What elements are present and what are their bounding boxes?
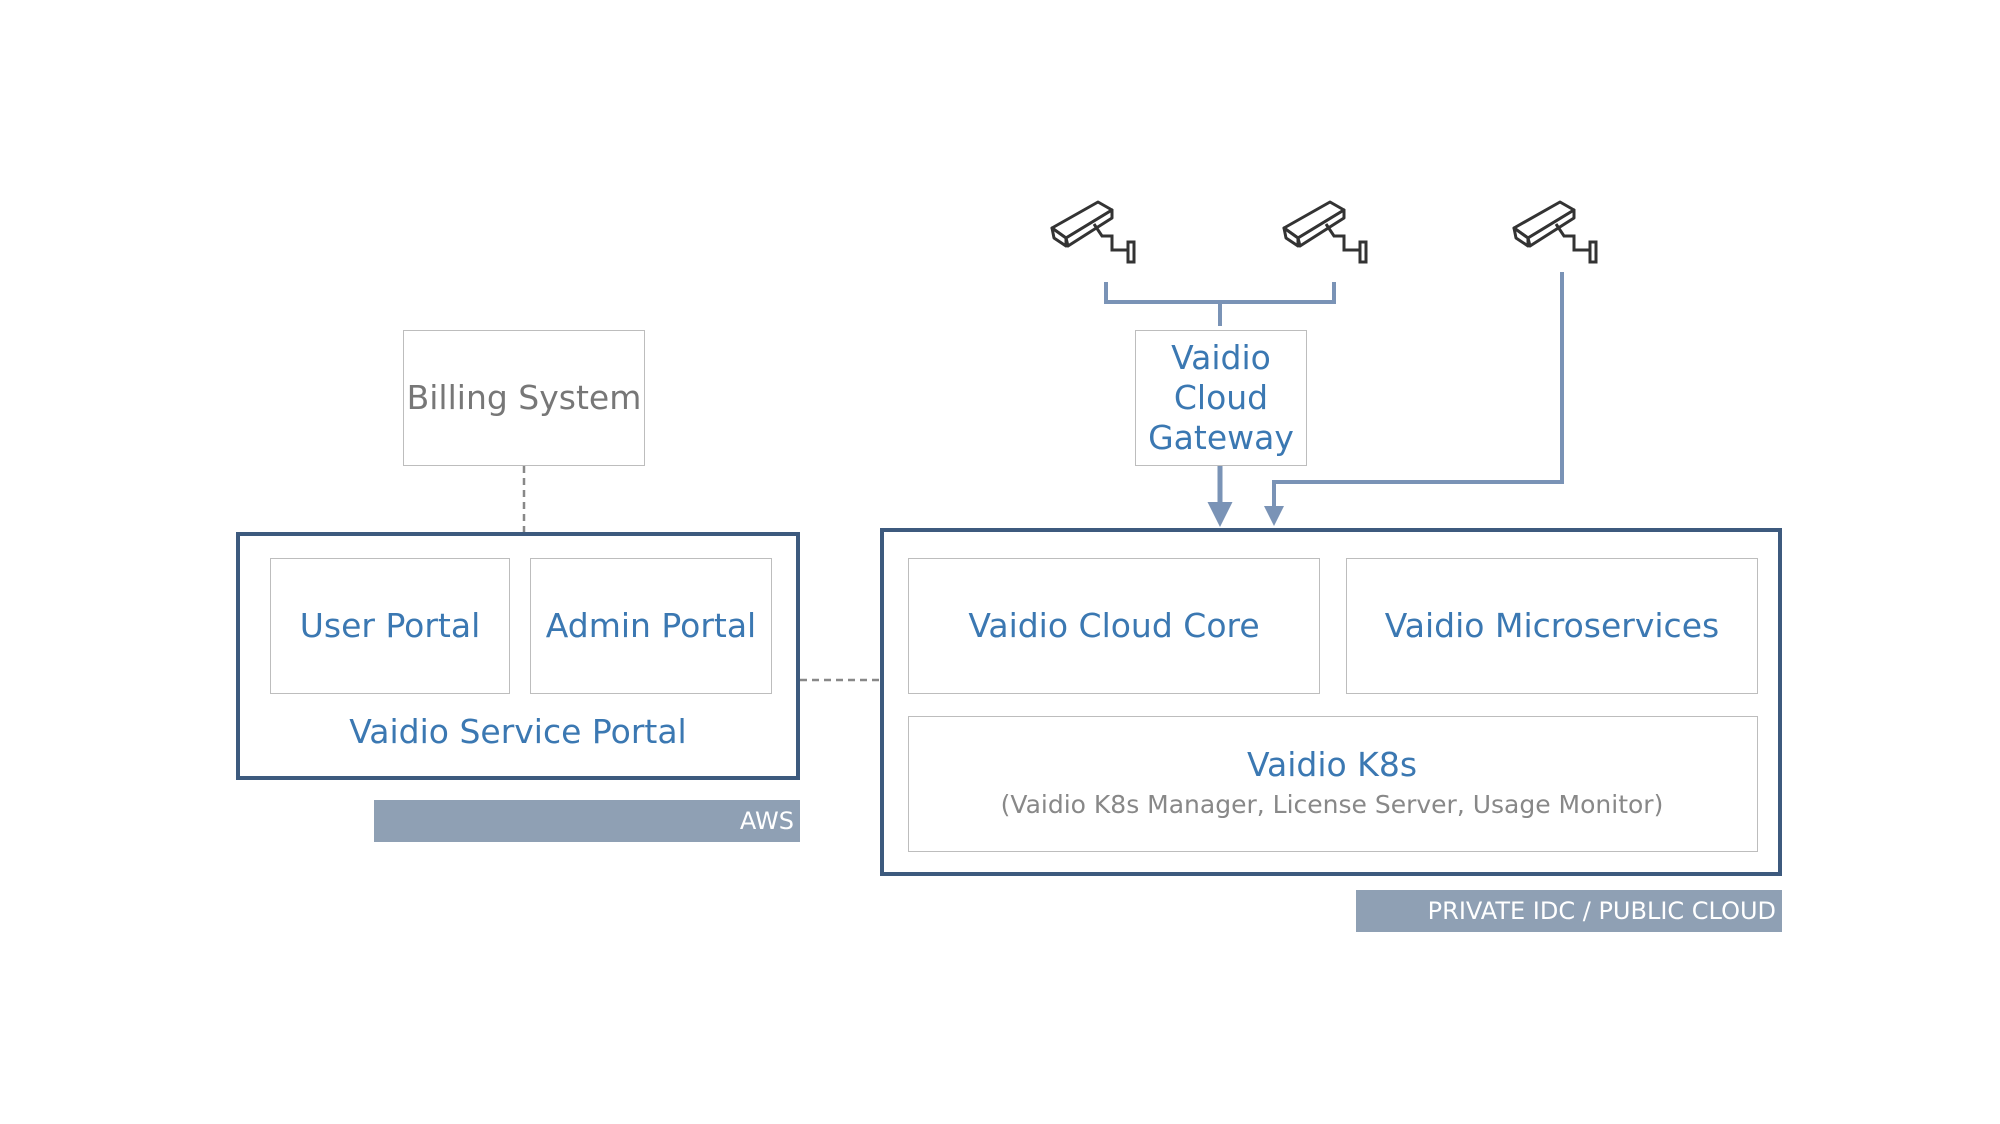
private-idc-environment-label: PRIVATE IDC / PUBLIC CLOUD (1356, 890, 1782, 932)
billing-system-box: Billing System (403, 330, 645, 466)
cloud-gateway-box: Vaidio Cloud Gateway (1135, 330, 1307, 466)
k8s-subtitle: (Vaidio K8s Manager, License Server, Usa… (909, 787, 1755, 823)
security-camera-icon (1512, 200, 1598, 264)
microservices-label: Vaidio Microservices (1384, 605, 1720, 645)
camera-bracket-connector (1104, 282, 1336, 326)
cloud-gateway-label: Vaidio Cloud Gateway (1148, 337, 1294, 458)
k8s-box: Vaidio K8s (Vaidio K8s Manager, License … (908, 716, 1758, 852)
camera3-cloud-arrow (1264, 272, 1564, 526)
user-portal-box: User Portal (270, 558, 510, 694)
admin-portal-box: Admin Portal (530, 558, 772, 694)
security-camera-icon (1050, 200, 1136, 264)
service-portal-title-text: Vaidio Service Portal (349, 711, 687, 751)
service-portal-container: User Portal Admin Portal Vaidio Service … (236, 532, 800, 780)
billing-system-label: Billing System (406, 377, 642, 417)
service-portal-title: Vaidio Service Portal (240, 706, 796, 758)
aws-environment-text: AWS (739, 807, 794, 835)
k8s-title-text: Vaidio K8s (1246, 744, 1418, 784)
k8s-subtitle-text: (Vaidio K8s Manager, License Server, Usa… (1000, 789, 1664, 819)
admin-portal-label: Admin Portal (545, 605, 757, 645)
cloud-core-label: Vaidio Cloud Core (968, 605, 1260, 645)
aws-environment-label: AWS (374, 800, 800, 842)
user-portal-label: User Portal (299, 605, 481, 645)
cloud-core-box: Vaidio Cloud Core (908, 558, 1320, 694)
microservices-box: Vaidio Microservices (1346, 558, 1758, 694)
cloud-environment-container: Vaidio Cloud Core Vaidio Microservices V… (880, 528, 1782, 876)
security-camera-icon (1282, 200, 1368, 264)
private-idc-environment-text: PRIVATE IDC / PUBLIC CLOUD (1427, 897, 1776, 925)
k8s-title: Vaidio K8s (909, 743, 1755, 787)
